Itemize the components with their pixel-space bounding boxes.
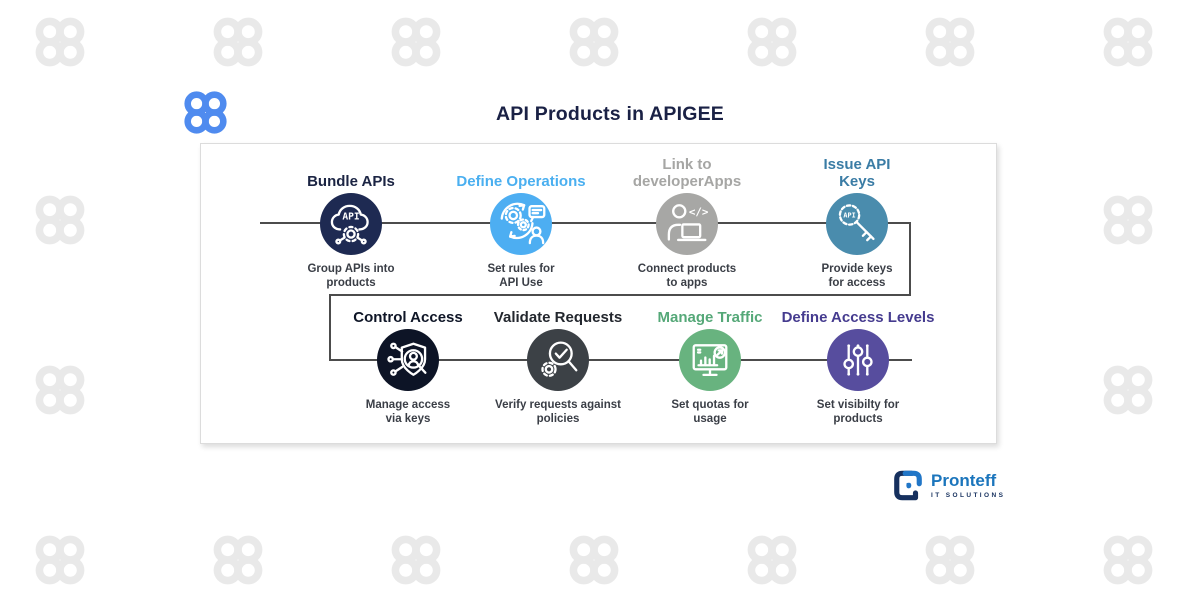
- api-key-icon: API: [826, 193, 888, 255]
- monitor-chart-icon: [679, 329, 741, 391]
- knot-watermark-icon: [924, 16, 976, 73]
- magnifier-check-icon: [527, 329, 589, 391]
- step-desc: Group APIs into products: [307, 263, 395, 290]
- step-desc: Set rules for API Use: [487, 263, 555, 290]
- connector-line: [909, 222, 911, 296]
- svg-text:API: API: [843, 212, 855, 220]
- knot-logo-icon: [183, 90, 228, 135]
- connector-line: [329, 294, 911, 296]
- pronteff-tagline: IT SOLUTIONS: [931, 492, 1006, 499]
- connector-line: [260, 222, 911, 224]
- step-label: Link to developerApps: [632, 155, 742, 190]
- knot-watermark-icon: [568, 534, 620, 591]
- step-label: Validate Requests: [493, 308, 623, 326]
- gears-cycle-icon: [490, 193, 552, 255]
- pronteff-logo-icon: [894, 470, 922, 501]
- developer-laptop-icon: </>: [656, 193, 718, 255]
- step-desc: Set visibilty for products: [816, 399, 900, 426]
- step-define-access-levels: Define Access Levels Set visibilty for p…: [768, 286, 948, 427]
- knot-watermark-icon: [390, 16, 442, 73]
- knot-watermark-icon: [34, 194, 86, 251]
- step-link-developer-apps: Link to developerApps </> Connect produc…: [597, 150, 777, 291]
- knot-watermark-icon: [1102, 194, 1154, 251]
- knot-watermark-icon: [34, 16, 86, 73]
- shield-user-icon: [377, 329, 439, 391]
- step-define-operations: Define Operations Set rules for API Use: [431, 150, 611, 291]
- step-manage-traffic: Manage Traffic Set quotas for usage: [620, 286, 800, 427]
- connector-line: [329, 359, 912, 361]
- step-label: Define Operations: [456, 172, 586, 190]
- step-issue-api-keys: Issue API Keys API Provide keys for acce…: [767, 150, 947, 291]
- knot-watermark-icon: [1102, 16, 1154, 73]
- knot-watermark-icon: [1102, 534, 1154, 591]
- step-label: Bundle APIs: [307, 172, 395, 190]
- step-label: Manage Traffic: [657, 308, 763, 326]
- api-cloud-gear-icon: API: [320, 193, 382, 255]
- step-label: Issue API Keys: [823, 155, 891, 190]
- step-desc: Verify requests against policies: [495, 399, 621, 426]
- step-label: Define Access Levels: [781, 308, 935, 326]
- step-label: Control Access: [353, 308, 463, 326]
- connector-line: [329, 294, 331, 360]
- knot-watermark-icon: [746, 16, 798, 73]
- knot-watermark-icon: [212, 534, 264, 591]
- step-desc: Provide keys for access: [821, 263, 893, 290]
- knot-watermark-icon: [34, 364, 86, 421]
- footer-brand: Pronteff IT SOLUTIONS: [893, 469, 1005, 502]
- step-desc: Connect products to apps: [637, 263, 737, 290]
- knot-watermark-icon: [212, 16, 264, 73]
- step-validate-requests: Validate Requests Verify requests agains…: [468, 286, 648, 427]
- knot-watermark-icon: [568, 16, 620, 73]
- knot-watermark-icon: [390, 534, 442, 591]
- svg-text:</>: </>: [689, 205, 709, 218]
- sliders-icon: [827, 329, 889, 391]
- knot-watermark-icon: [924, 534, 976, 591]
- pronteff-wordmark: Pronteff: [931, 471, 997, 490]
- svg-text:API: API: [342, 211, 359, 222]
- step-bundle-apis: Bundle APIs API Group APIs into products: [261, 150, 441, 291]
- knot-watermark-icon: [34, 534, 86, 591]
- knot-watermark-icon: [1102, 364, 1154, 421]
- step-desc: Set quotas for usage: [671, 399, 749, 426]
- step-desc: Manage access via keys: [365, 399, 451, 426]
- page-title: API Products in APIGEE: [496, 103, 724, 125]
- step-control-access: Control Access Manage access via keys: [318, 286, 498, 427]
- knot-watermark-icon: [746, 534, 798, 591]
